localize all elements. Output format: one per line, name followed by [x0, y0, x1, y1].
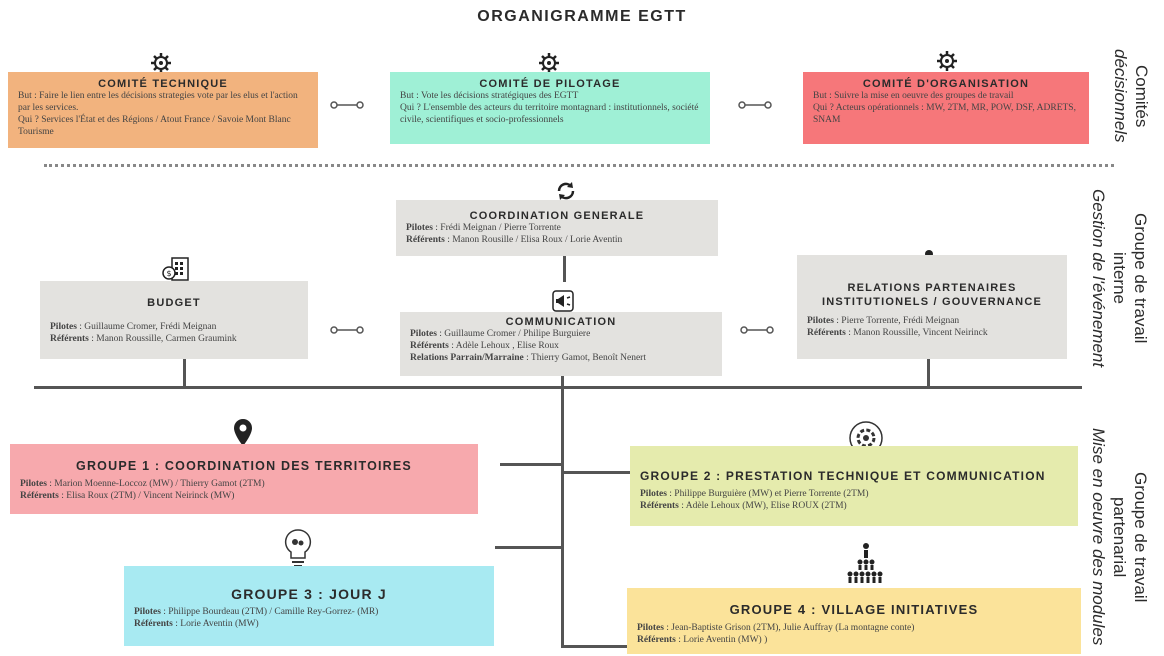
coordination-generale-title: COORDINATION GENERALE	[469, 210, 645, 222]
comite-technique-title: COMITÉ TECHNIQUE	[98, 78, 228, 90]
branch-g2	[562, 471, 630, 474]
comite-organisation-box: COMITÉ D'ORGANISATION But : Suivre la mi…	[803, 72, 1089, 144]
relations-title-1: RELATIONS PARTENAIRES	[847, 282, 1017, 294]
groupe-2-box: GROUPE 2 : PRESTATION TECHNIQUE ET COMMU…	[630, 446, 1078, 526]
budget-icon: $	[162, 257, 189, 281]
budget-drop-line	[183, 359, 186, 387]
budget-referents: : Manon Roussille, Carmen Graumink	[88, 334, 237, 344]
branch-g1	[500, 463, 562, 466]
comite-technique-box: COMITÉ TECHNIQUE But : Faire le lien ent…	[8, 72, 318, 148]
coordination-pilotes: : Frédi Meignan / Pierre Torrente	[432, 223, 561, 233]
communication-referents: : Adèle Lehoux , Elise Roux	[448, 341, 559, 351]
relations-pilotes: : Pierre Torrente, Frédi Meignan	[833, 316, 960, 326]
groupe-2-pilotes: : Philippe Burguière (MW) et Pierre Torr…	[666, 489, 869, 499]
groupe-2-referents: : Adèle Lehoux (MW), Elise ROUX (2TM)	[678, 501, 847, 511]
coordination-referents: : Manon Rousille / Elisa Roux / Lorie Av…	[444, 235, 623, 245]
page-title: ORGANIGRAMME EGTT	[477, 8, 687, 25]
comite-pilotage-box: COMITÉ DE PILOTAGE But : Vote les décisi…	[390, 72, 710, 144]
comite-organisation-but: But : Suivre la mise en oeuvre des group…	[813, 91, 1014, 101]
horizontal-bus-line	[34, 386, 1082, 389]
budget-box: BUDGET Pilotes : Guillaume Cromer, Frédi…	[40, 281, 308, 359]
section-divider	[44, 164, 1114, 167]
link-connector	[330, 101, 364, 109]
branch-g4	[562, 645, 630, 648]
relations-title-2: INSTITUTIONELS / GOUVERNANCE	[822, 296, 1042, 308]
groupe-3-box: GROUPE 3 : JOUR J Pilotes : Philippe Bou…	[124, 566, 494, 646]
gear-icon	[151, 53, 171, 73]
branch-g3	[495, 546, 562, 549]
coordination-generale-box: COORDINATION GENERALE Pilotes : Frédi Me…	[396, 200, 718, 256]
comite-technique-qui: Qui ? Services l'État et des Régions / A…	[18, 115, 291, 137]
relations-partenaires-box: RELATIONS PARTENAIRES INSTITUTIONELS / G…	[797, 255, 1067, 359]
comite-organisation-qui: Qui ? Acteurs opérationnels : MW, 2TM, M…	[813, 103, 1076, 125]
gear-icon	[539, 53, 559, 73]
gear-icon	[937, 51, 957, 71]
groupe-3-referents: : Lorie Aventin (MW)	[172, 619, 259, 629]
refresh-icon	[557, 182, 575, 200]
groupe-3-title: GROUPE 3 : JOUR J	[231, 586, 387, 602]
groupe-4-title: GROUPE 4 : VILLAGE INITIATIVES	[729, 602, 979, 617]
comite-pilotage-but: But : Vote les décisions stratégiques de…	[400, 91, 579, 101]
groupe-1-title: GROUPE 1 : COORDINATION DES TERRITOIRES	[76, 459, 412, 473]
location-pin-icon	[234, 419, 252, 446]
groupe-1-referents: : Elisa Roux (2TM) / Vincent Neirinck (M…	[58, 491, 235, 501]
groupe-4-referents: : Lorie Aventin (MW) )	[675, 635, 768, 645]
megaphone-icon	[552, 290, 574, 312]
groupe-4-pilotes: : Jean-Baptiste Grison (2TM), Julie Auff…	[663, 623, 915, 633]
comite-organisation-title: COMITÉ D'ORGANISATION	[862, 78, 1030, 90]
connector-line	[563, 256, 566, 282]
budget-pilotes: : Guillaume Cromer, Frédi Meignan	[76, 322, 217, 332]
groupe-3-pilotes: : Philippe Bourdeau (2TM) / Camille Rey-…	[160, 607, 379, 617]
relations-referents: : Manon Roussille, Vincent Neirinck	[845, 328, 988, 338]
groupe-1-pilotes: : Marion Moenne-Loccoz (MW) / Thierry Ga…	[46, 479, 265, 489]
link-connector	[740, 326, 774, 334]
communication-pilotes: : Guillaume Cromer / Philipe Burguiere	[436, 329, 591, 339]
communication-box: COMMUNICATION Pilotes : Guillaume Cromer…	[400, 312, 722, 376]
groupe-4-box: GROUPE 4 : VILLAGE INITIATIVES Pilotes :…	[627, 588, 1081, 654]
comite-pilotage-qui: Qui ? L'ensemble des acteurs du territoi…	[400, 103, 699, 125]
relations-drop-line	[927, 359, 930, 387]
svg-text:$: $	[166, 269, 171, 278]
comite-technique-but: But : Faire le lien entre les décisions …	[18, 91, 298, 113]
crowd-icon	[847, 543, 883, 583]
groupe-1-box: GROUPE 1 : COORDINATION DES TERRITOIRES …	[10, 444, 478, 514]
link-connector	[738, 101, 772, 109]
budget-title: BUDGET	[147, 297, 201, 309]
communication-parrain: : Thierry Gamot, Benoît Nenert	[523, 353, 646, 363]
communication-title: COMMUNICATION	[505, 316, 617, 328]
lightbulb-icon	[284, 529, 312, 567]
link-connector	[330, 326, 364, 334]
comite-pilotage-title: COMITÉ DE PILOTAGE	[479, 78, 621, 90]
vertical-trunk-line	[561, 376, 564, 648]
groupe-2-title: GROUPE 2 : PRESTATION TECHNIQUE ET COMMU…	[640, 469, 1046, 483]
